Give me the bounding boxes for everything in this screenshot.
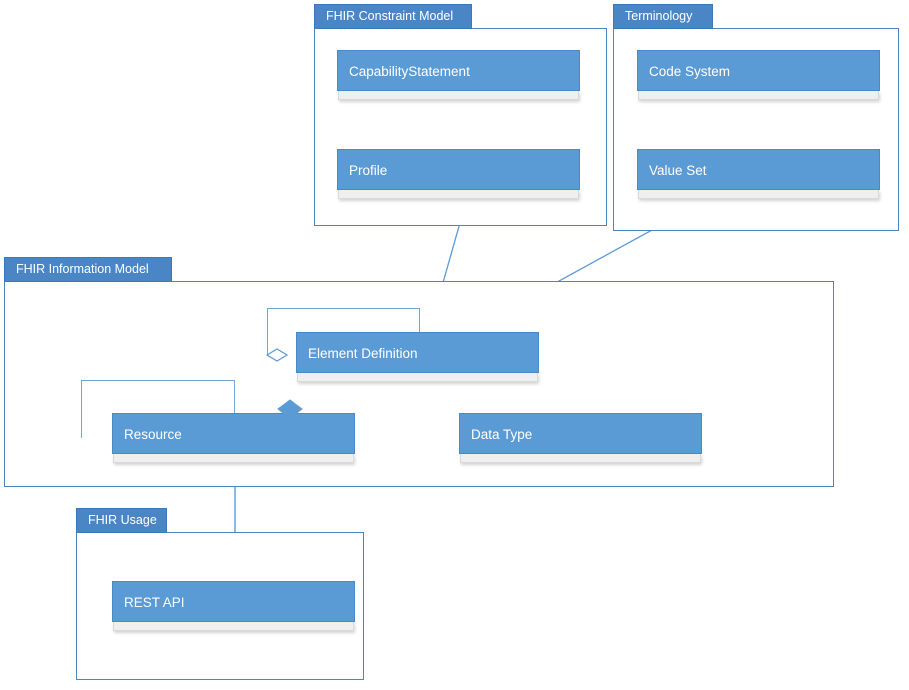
- package-tab-label: Terminology: [613, 4, 713, 29]
- class-footer: [297, 373, 538, 382]
- class-data-type[interactable]: Data Type: [459, 413, 702, 463]
- class-code-system[interactable]: Code System: [637, 50, 880, 100]
- class-resource[interactable]: Resource: [112, 413, 355, 463]
- element-definition-loop-diamond-wrap: [265, 348, 289, 362]
- class-element-definition[interactable]: Element Definition: [296, 332, 539, 382]
- package-tab-label: FHIR Information Model: [4, 257, 172, 282]
- class-value-set[interactable]: Value Set: [637, 149, 880, 199]
- package-tab-label: FHIR Usage: [76, 508, 167, 533]
- class-label: REST API: [112, 581, 355, 622]
- resource-self-loop: [81, 380, 235, 438]
- class-footer: [638, 91, 879, 100]
- class-rest-api[interactable]: REST API: [112, 581, 355, 631]
- class-capability-statement[interactable]: CapabilityStatement: [337, 50, 580, 100]
- hollow-diamond-icon: [265, 348, 289, 362]
- class-label: Data Type: [459, 413, 702, 454]
- class-label: Profile: [337, 149, 580, 190]
- class-footer: [338, 91, 579, 100]
- class-footer: [113, 622, 354, 631]
- package-tab-label: FHIR Constraint Model: [314, 4, 472, 29]
- resource-composition-diamond-wrap: [277, 399, 303, 419]
- class-profile[interactable]: Profile: [337, 149, 580, 199]
- class-label: Element Definition: [296, 332, 539, 373]
- class-label: Value Set: [637, 149, 880, 190]
- filled-diamond-icon: [277, 399, 303, 419]
- class-footer: [638, 190, 879, 199]
- class-label: Code System: [637, 50, 880, 91]
- class-footer: [460, 454, 701, 463]
- class-label: CapabilityStatement: [337, 50, 580, 91]
- class-footer: [338, 190, 579, 199]
- class-label: Resource: [112, 413, 355, 454]
- class-footer: [113, 454, 354, 463]
